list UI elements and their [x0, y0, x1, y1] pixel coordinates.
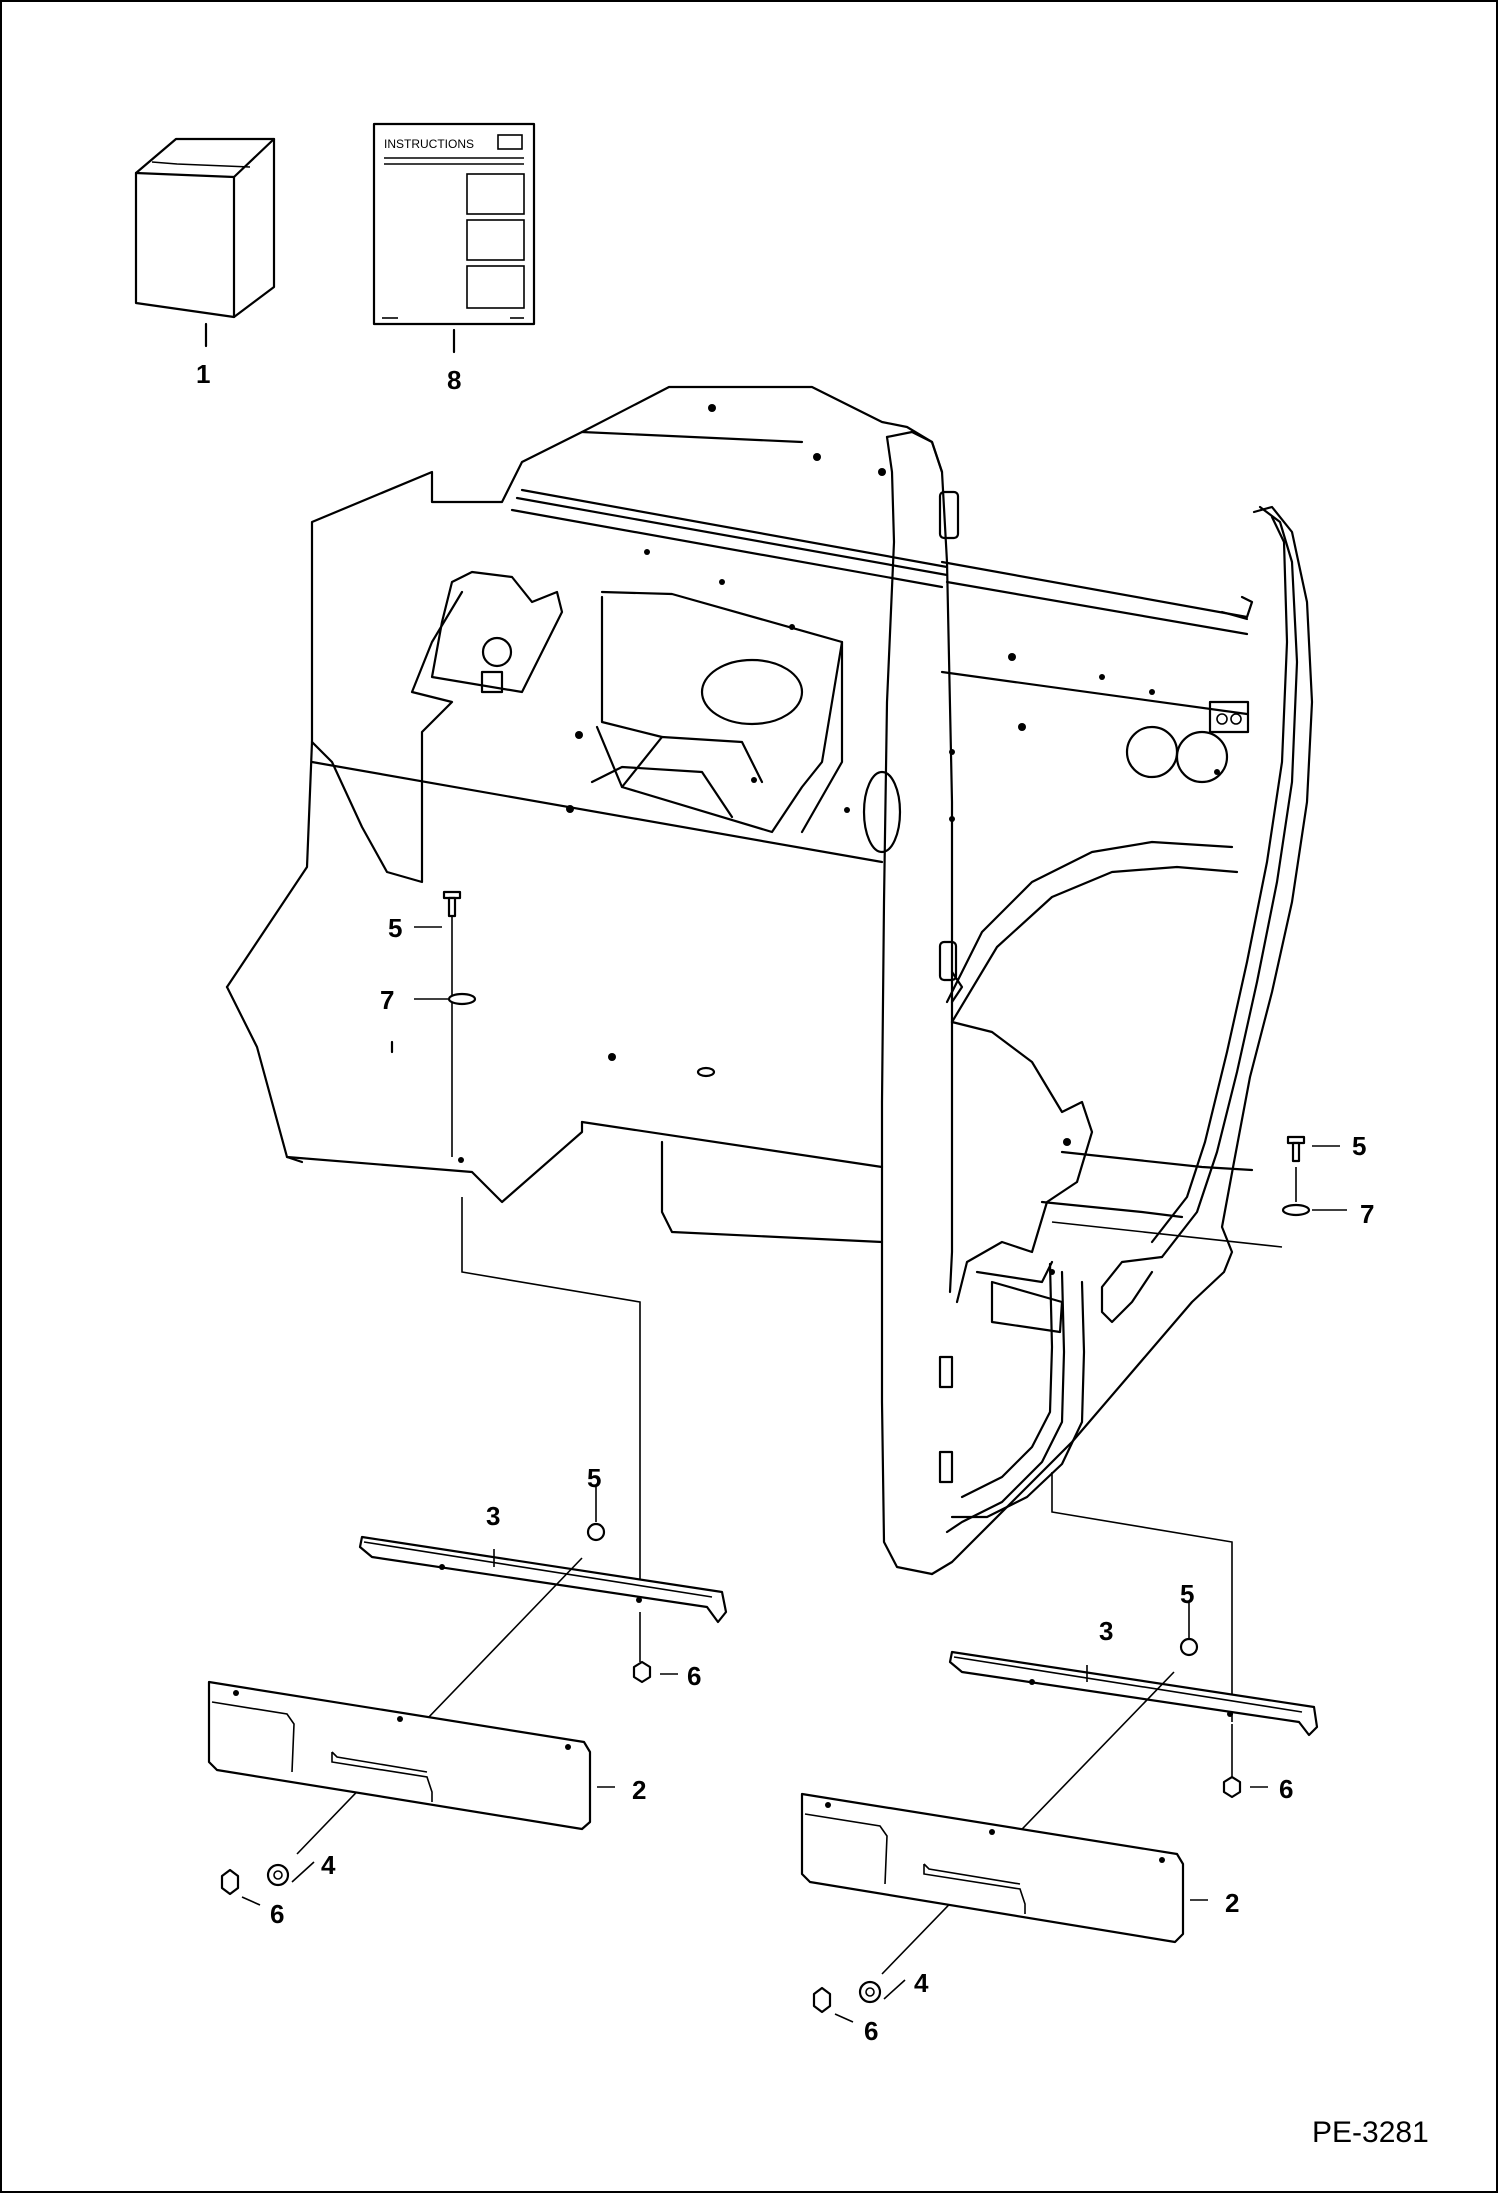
callout-4-right-step: 4: [914, 1968, 929, 1998]
callout-4-left-step: 4: [321, 1850, 336, 1880]
callout-5-upper-right: 5: [1352, 1131, 1366, 1161]
callout-2-right-step: 2: [1225, 1888, 1239, 1918]
callout-5-upper-left: 5: [388, 913, 402, 943]
box-kit-part: [134, 137, 276, 348]
instructions-sheet-title: INSTRUCTIONS: [384, 137, 474, 151]
callout-2-left-step: 2: [632, 1775, 646, 1805]
reference-code: PE-3281: [1312, 2116, 1429, 2149]
cab-frame: [225, 385, 1314, 1576]
callout-6-left-lower: 6: [270, 1899, 284, 1929]
callout-5-left-step: 5: [587, 1463, 601, 1493]
callout-3-right-step: 3: [1099, 1616, 1113, 1646]
callout-7-upper-left: 7: [380, 985, 394, 1015]
callout-6-left-step: 6: [687, 1661, 701, 1691]
callout-5-right-step: 5: [1180, 1579, 1194, 1609]
callout-3-left-step: 3: [486, 1501, 500, 1531]
fastener-stack-left: [414, 890, 477, 1163]
callout-1: 1: [196, 359, 210, 389]
fastener-stack-right: [1049, 1135, 1347, 1275]
instructions-sheet-part: INSTRUCTIONS: [372, 122, 536, 354]
step-assembly-right: [800, 1602, 1319, 2023]
callout-6-right-step: 6: [1279, 1774, 1293, 1804]
callout-8: 8: [447, 365, 461, 395]
callout-6-right-lower: 6: [864, 2016, 878, 2046]
callout-7-upper-right: 7: [1360, 1199, 1374, 1229]
step-assembly-left: [207, 1486, 728, 1906]
callout-labels: 1 8 5 7 5 7 5 3 6 2 4 6 5 3 6 2 4 6: [196, 359, 1374, 2046]
